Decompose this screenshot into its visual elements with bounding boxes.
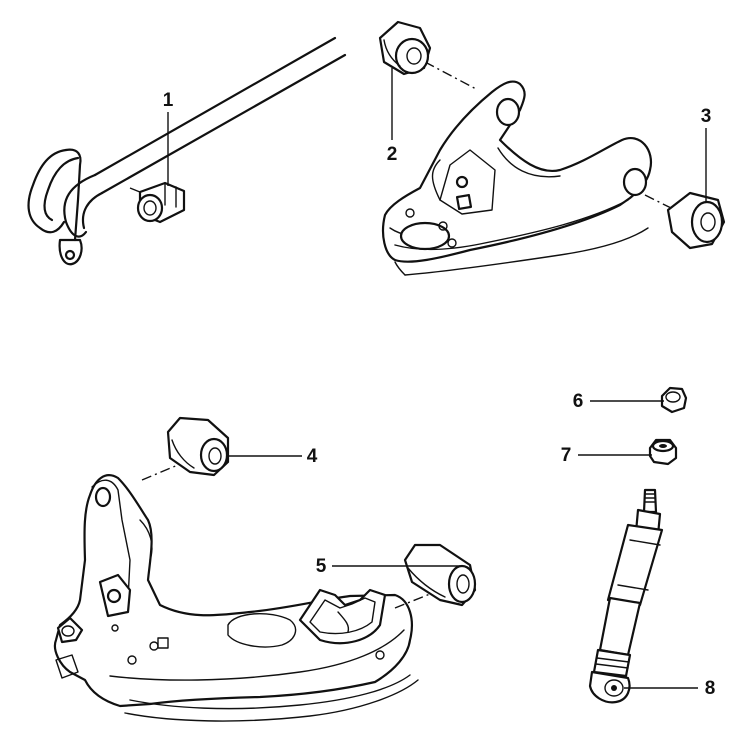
callout-1: 1 — [163, 90, 174, 111]
stabilizer-bar — [27, 36, 347, 266]
upper-arm-rear-bushing — [644, 191, 726, 250]
callout-8: 8 — [705, 678, 716, 699]
callout-4: 4 — [307, 446, 318, 467]
callout-3: 3 — [701, 106, 712, 127]
lower-arm-rear-bushing — [394, 543, 477, 609]
callout-2: 2 — [387, 144, 398, 165]
shock-absorber — [588, 488, 664, 704]
upper-control-arm — [381, 80, 653, 276]
callout-labels: 1 2 3 4 5 6 7 8 — [163, 90, 716, 699]
callout-6: 6 — [573, 391, 584, 412]
leader-lines — [167, 68, 707, 689]
nut — [660, 386, 688, 414]
upper-arm-front-bushing — [378, 20, 479, 91]
callout-5: 5 — [316, 556, 327, 577]
lower-control-arm — [53, 474, 419, 722]
lower-arm-front-bushing — [141, 416, 230, 481]
washer-bushing — [648, 438, 678, 466]
stabilizer-bushing — [129, 181, 186, 224]
callout-7: 7 — [561, 445, 572, 466]
